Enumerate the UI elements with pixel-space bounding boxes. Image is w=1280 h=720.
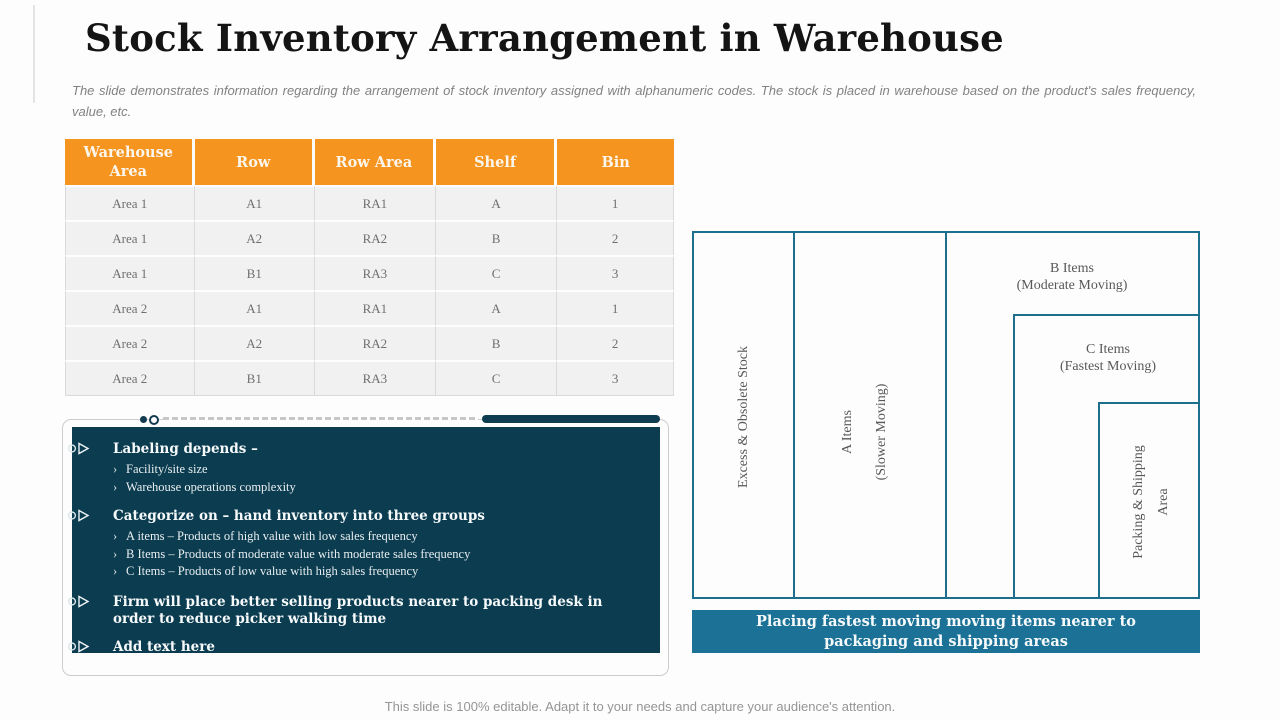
- cell: A: [435, 290, 558, 325]
- note-sub-item: › Warehouse operations complexity: [113, 479, 642, 497]
- cell: A1: [194, 185, 315, 220]
- zone-label-b-items: B Items (Moderate Moving): [1017, 260, 1128, 294]
- cell: RA1: [314, 290, 436, 325]
- note-sub-text: A items – Products of high value with lo…: [126, 529, 418, 543]
- cell: 2: [557, 325, 674, 360]
- cell: B: [435, 325, 558, 360]
- note-item-categorize: Categorize on – hand inventory into thre…: [67, 508, 642, 581]
- circle-arrow-icon: [67, 441, 93, 461]
- note-sub-item: › A items – Products of high value with l…: [113, 528, 642, 546]
- zone-label-packing-shipping: Packing & Shipping Area: [1126, 445, 1176, 559]
- cell: B: [435, 220, 558, 255]
- cell: Area 2: [65, 290, 195, 325]
- cell: A2: [194, 220, 315, 255]
- cell: 3: [557, 360, 674, 396]
- table-row: Area 1 B1 RA3 C 3: [65, 255, 674, 290]
- cell: B1: [194, 255, 315, 290]
- cell: RA3: [314, 360, 436, 396]
- table-header-row: Warehouse Area Row Row Area Shelf Bin: [65, 139, 674, 185]
- sub-bullet-glyph: ›: [113, 529, 118, 543]
- sub-bullet-glyph: ›: [113, 564, 118, 578]
- cell: 3: [557, 255, 674, 290]
- table-row: Area 1 A1 RA1 A 1: [65, 185, 674, 220]
- page-title: Stock Inventory Arrangement in Warehouse: [85, 16, 1004, 60]
- zone-divider: [793, 233, 795, 597]
- table-row: Area 1 A2 RA2 B 2: [65, 220, 674, 255]
- slide-subtitle: The slide demonstrates information regar…: [72, 83, 1196, 119]
- column-header-row-area: Row Area: [314, 139, 436, 185]
- circle-arrow-icon: [67, 594, 93, 614]
- cell: RA1: [314, 185, 436, 220]
- cell: A1: [194, 290, 315, 325]
- zone-label-excess-obsolete: Excess & Obsolete Stock: [736, 346, 751, 488]
- column-header-bin: Bin: [557, 139, 674, 185]
- cell: B1: [194, 360, 315, 396]
- cell: RA3: [314, 255, 436, 290]
- note-title: Labeling depends –: [113, 441, 258, 457]
- note-sub-item: › B Items – Products of moderate value wi…: [113, 546, 642, 564]
- zone-label-line: Packing & Shipping: [1131, 445, 1146, 559]
- packing-shipping-zone-box: [1098, 402, 1200, 599]
- zone-label-line: A Items: [840, 410, 855, 454]
- zone-label-line: Area: [1156, 488, 1171, 516]
- cell: Area 1: [65, 220, 195, 255]
- sub-bullet-glyph: ›: [113, 479, 118, 494]
- zone-divider: [945, 233, 947, 597]
- cell: Area 2: [65, 325, 195, 360]
- notes-panel: Labeling depends – › Facility/site size ›…: [67, 427, 660, 656]
- cell: 1: [557, 185, 674, 220]
- cell: C: [435, 360, 558, 396]
- zone-label-line: (Slower Moving): [874, 383, 889, 481]
- cell: 2: [557, 220, 674, 255]
- note-title: Categorize on – hand inventory into thre…: [113, 508, 485, 524]
- note-item-labeling: Labeling depends – › Facility/site size ›…: [67, 441, 642, 497]
- circle-arrow-icon: [67, 508, 93, 528]
- cell: RA2: [314, 220, 436, 255]
- timeline-ring: [149, 415, 159, 425]
- column-header-warehouse-area: Warehouse Area: [65, 139, 195, 185]
- circle-arrow-icon: [67, 639, 93, 659]
- cell: Area 2: [65, 360, 195, 396]
- note-sub-text: Facility/site size: [126, 462, 208, 476]
- table-row: Area 2 A2 RA2 B 2: [65, 325, 674, 360]
- column-header-row: Row: [194, 139, 315, 185]
- diagram-caption-text: Placing fastest moving moving items near…: [756, 612, 1136, 650]
- note-item-firm-placement: Firm will place better selling products …: [67, 593, 642, 628]
- cell: C: [435, 255, 558, 290]
- sub-bullet-glyph: ›: [113, 462, 118, 476]
- zone-label-line: (Fastest Moving): [1059, 359, 1157, 374]
- timeline-dashed-line: [163, 417, 478, 420]
- note-item-add-text: Add text here: [67, 638, 642, 656]
- notes-content: Labeling depends – › Facility/site size ›…: [67, 427, 660, 656]
- decorative-accent-line: [33, 5, 35, 103]
- cell: 1: [557, 290, 674, 325]
- note-sub-text: Warehouse operations complexity: [126, 479, 296, 494]
- zone-label-line: C Items: [1086, 342, 1130, 357]
- cell: A: [435, 185, 558, 220]
- zone-label-a-items: A Items (Slower Moving): [831, 384, 899, 481]
- note-sub-item: › C Items – Products of low value with hi…: [113, 563, 642, 581]
- zone-label-c-items: C Items (Fastest Moving): [1060, 341, 1156, 375]
- column-header-shelf: Shelf: [435, 139, 558, 185]
- cell: Area 1: [65, 255, 195, 290]
- zone-label-line: B Items: [1050, 261, 1094, 276]
- cell: A2: [194, 325, 315, 360]
- cell: Area 1: [65, 185, 195, 220]
- note-title: Firm will place better selling products …: [113, 593, 603, 627]
- note-sub-item: › Facility/site size: [113, 461, 642, 479]
- note-sub-text: B Items – Products of moderate value wit…: [126, 546, 471, 561]
- table-row: Area 2 A1 RA1 A 1: [65, 290, 674, 325]
- timeline-dot: [140, 416, 147, 423]
- footer-note: This slide is 100% editable. Adapt it to…: [384, 699, 896, 714]
- note-title: Add text here: [113, 638, 215, 655]
- sub-bullet-glyph: ›: [113, 546, 118, 561]
- timeline-solid-bar: [482, 415, 660, 423]
- cell: RA2: [314, 325, 436, 360]
- note-sub-text: C Items – Products of low value with hig…: [126, 564, 419, 578]
- warehouse-layout-diagram: Excess & Obsolete Stock A Items (Slower …: [692, 231, 1200, 599]
- inventory-table: Warehouse Area Row Row Area Shelf Bin Ar…: [65, 139, 674, 396]
- zone-label-line: (Moderate Moving): [1016, 278, 1128, 293]
- diagram-caption-banner: Placing fastest moving moving items near…: [692, 610, 1200, 653]
- table-row: Area 2 B1 RA3 C 3: [65, 360, 674, 396]
